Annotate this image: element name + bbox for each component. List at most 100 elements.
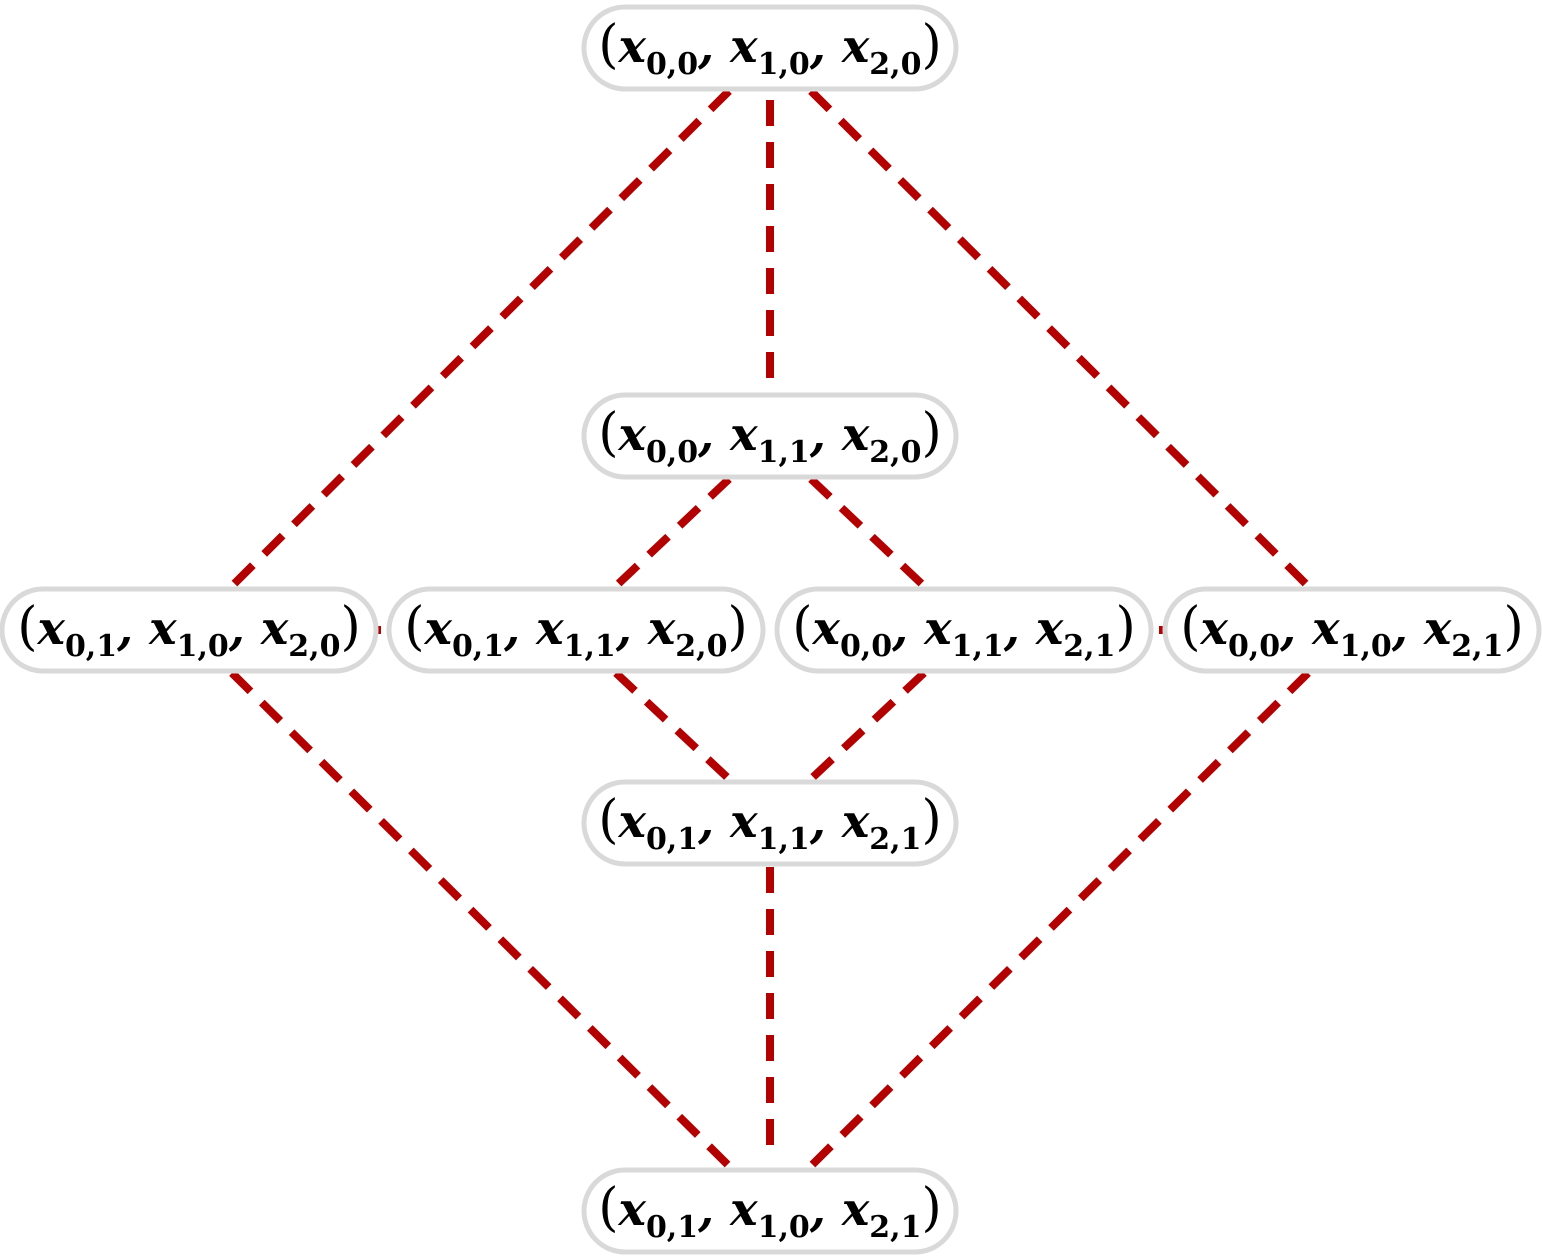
var-subscript: 1,1 <box>564 629 616 664</box>
stubs-layer <box>377 626 1163 634</box>
var-subscript: 1,0 <box>177 629 229 664</box>
edge-n1-n3 <box>229 88 732 589</box>
var-name: x <box>260 601 289 655</box>
separator: , <box>1391 601 1424 655</box>
var-subscript: 0,1 <box>646 822 698 857</box>
separator: , <box>697 1182 730 1236</box>
var-subscript: 2,1 <box>1063 629 1115 664</box>
var-name: x <box>37 601 66 655</box>
open-paren: ( <box>1180 597 1200 657</box>
var-name: x <box>729 794 758 848</box>
node-n2: (x0,0, x1,1, x2,0) <box>581 392 959 480</box>
node-label: (x0,1, x1,0, x2,1) <box>598 1178 942 1245</box>
var-name: x <box>618 794 647 848</box>
separator: , <box>116 601 149 655</box>
separator: , <box>697 407 730 461</box>
edge-n1-n6 <box>808 88 1311 589</box>
separator: , <box>809 794 842 848</box>
edge-n2-n4 <box>613 476 732 589</box>
node-n6: (x0,0, x1,0, x2,1) <box>1162 586 1542 674</box>
var-subscript: 2,0 <box>869 435 921 470</box>
node-box <box>581 779 959 867</box>
var-name: x <box>618 19 647 73</box>
node-n4: (x0,1, x1,1, x2,0) <box>386 586 766 674</box>
separator: , <box>228 601 261 655</box>
edge-n5-n7 <box>808 670 927 782</box>
node-box <box>581 392 959 480</box>
node-box <box>581 4 959 92</box>
var-name: x <box>729 407 758 461</box>
var-subscript: 1,0 <box>758 47 810 82</box>
separator: , <box>809 1182 842 1236</box>
close-paren: ) <box>921 1178 941 1238</box>
node-n3: (x0,1, x1,0, x2,0) <box>0 586 379 674</box>
separator: , <box>809 407 842 461</box>
var-name: x <box>841 407 870 461</box>
var-subscript: 1,0 <box>1340 629 1392 664</box>
separator: , <box>891 601 924 655</box>
var-subscript: 2,1 <box>869 1210 921 1245</box>
open-paren: ( <box>598 1178 618 1238</box>
edge-n6-n8 <box>808 670 1311 1169</box>
var-subscript: 1,0 <box>758 1210 810 1245</box>
node-box <box>386 586 766 674</box>
node-box <box>581 1167 959 1255</box>
var-subscript: 2,1 <box>869 822 921 857</box>
node-label: (x0,0, x1,0, x2,0) <box>598 15 942 82</box>
var-name: x <box>148 601 177 655</box>
node-n7: (x0,1, x1,1, x2,1) <box>581 779 959 867</box>
var-name: x <box>1200 601 1229 655</box>
var-name: x <box>1423 601 1452 655</box>
node-label: (x0,0, x1,0, x2,1) <box>1180 597 1524 664</box>
var-name: x <box>535 601 564 655</box>
var-subscript: 2,0 <box>869 47 921 82</box>
var-subscript: 2,0 <box>288 629 340 664</box>
var-subscript: 2,1 <box>1451 629 1503 664</box>
var-subscript: 0,0 <box>646 47 698 82</box>
open-paren: ( <box>598 790 618 850</box>
var-subscript: 0,1 <box>452 629 504 664</box>
edge-n2-n5 <box>808 476 927 589</box>
var-name: x <box>923 601 952 655</box>
var-name: x <box>841 1182 870 1236</box>
separator: , <box>1279 601 1312 655</box>
node-box <box>1162 586 1542 674</box>
edge-n4-n7 <box>613 670 732 782</box>
node-box <box>774 586 1154 674</box>
var-name: x <box>729 19 758 73</box>
close-paren: ) <box>340 597 360 657</box>
close-paren: ) <box>921 403 941 463</box>
node-label: (x0,0, x1,1, x2,0) <box>598 403 942 470</box>
open-paren: ( <box>404 597 424 657</box>
var-subscript: 0,0 <box>646 435 698 470</box>
edge-n3-n8 <box>229 670 732 1169</box>
var-name: x <box>618 407 647 461</box>
close-paren: ) <box>921 790 941 850</box>
var-subscript: 0,0 <box>840 629 892 664</box>
close-paren: ) <box>1115 597 1135 657</box>
var-name: x <box>1311 601 1340 655</box>
separator: , <box>809 19 842 73</box>
open-paren: ( <box>17 597 37 657</box>
open-paren: ( <box>598 403 618 463</box>
var-name: x <box>729 1182 758 1236</box>
var-subscript: 2,0 <box>675 629 727 664</box>
node-n1: (x0,0, x1,0, x2,0) <box>581 4 959 92</box>
separator: , <box>697 794 730 848</box>
var-name: x <box>841 794 870 848</box>
node-label: (x0,0, x1,1, x2,1) <box>792 597 1136 664</box>
separator: , <box>615 601 648 655</box>
nodes-layer: (x0,0, x1,0, x2,0)(x0,0, x1,1, x2,0)(x0,… <box>0 4 1542 1255</box>
var-subscript: 0,1 <box>646 1210 698 1245</box>
close-paren: ) <box>1503 597 1523 657</box>
var-name: x <box>618 1182 647 1236</box>
var-subscript: 0,1 <box>65 629 117 664</box>
separator: , <box>1003 601 1036 655</box>
var-name: x <box>647 601 676 655</box>
open-paren: ( <box>792 597 812 657</box>
var-name: x <box>841 19 870 73</box>
node-n5: (x0,0, x1,1, x2,1) <box>774 586 1154 674</box>
var-subscript: 1,1 <box>952 629 1004 664</box>
var-subscript: 0,0 <box>1228 629 1280 664</box>
